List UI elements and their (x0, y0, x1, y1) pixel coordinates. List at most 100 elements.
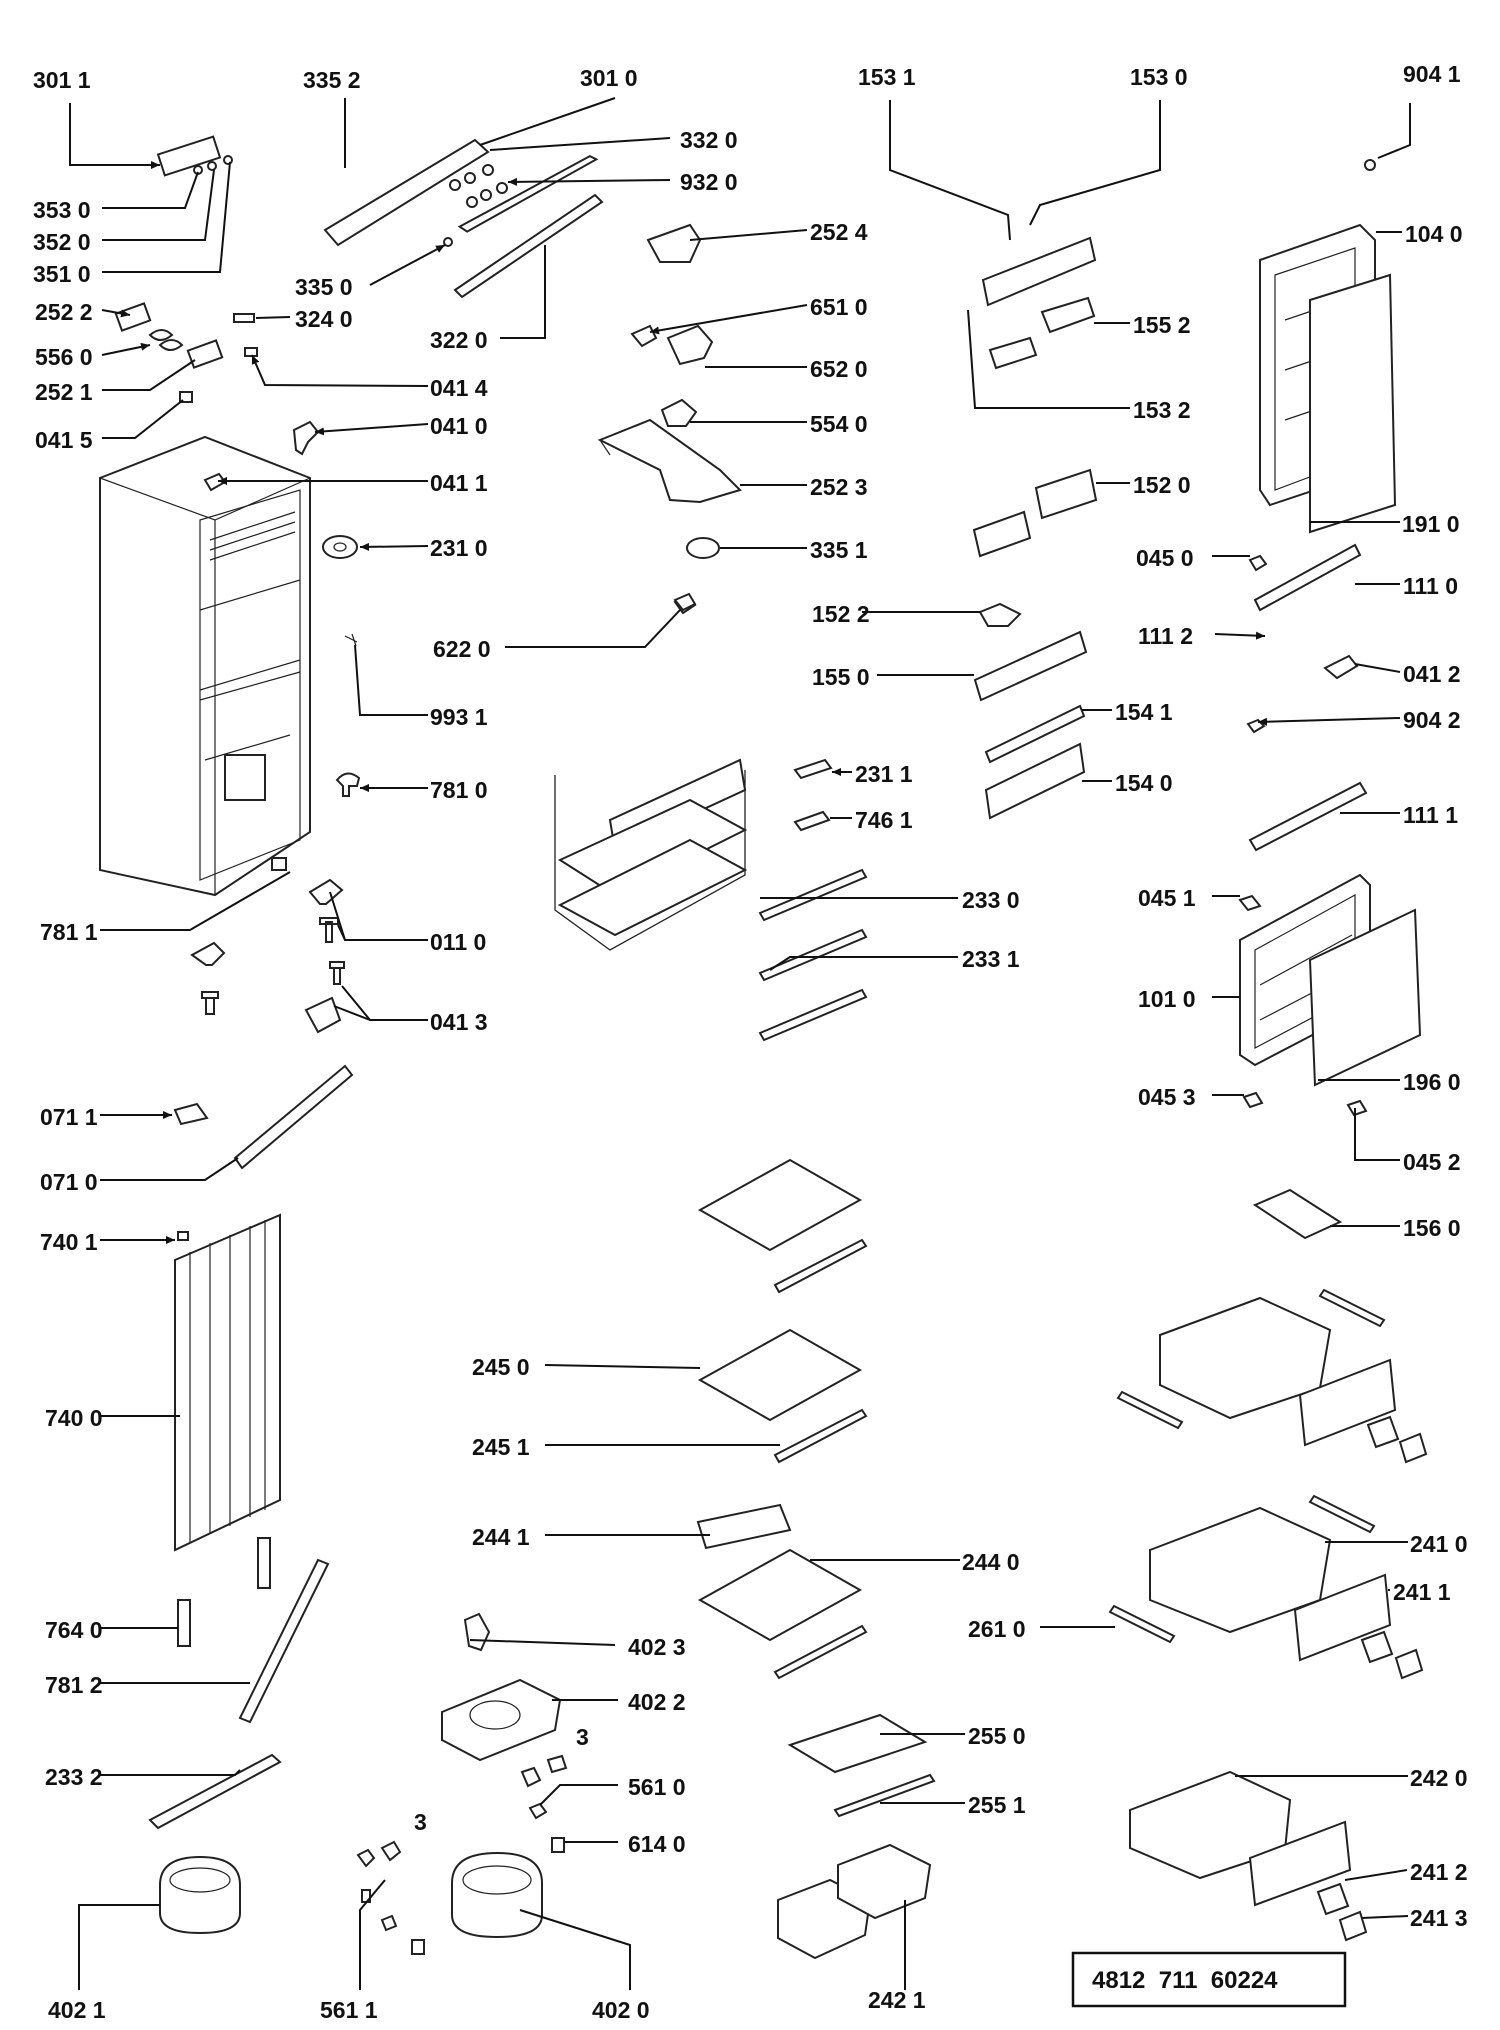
part-label-l52: 561 0 (628, 1774, 686, 1800)
part-label-l31: 781 2 (45, 1672, 103, 1698)
bottom-hinge-parts (190, 857, 345, 1034)
part-label-l41: 335 1 (810, 537, 868, 563)
electrical-parts (356, 1754, 568, 1955)
fridge-door-part (1259, 223, 1397, 534)
part-label-l32: 233 2 (45, 1764, 103, 1790)
part-label-l25: 041 3 (430, 1009, 488, 1035)
part-label-l42: 231 1 (855, 761, 913, 787)
part-label-l10: 252 2 (35, 299, 93, 325)
part-label-l88: 3 (414, 1809, 427, 1835)
part-label-l77: 045 3 (1138, 1084, 1196, 1110)
relay-box-part (441, 1612, 562, 1762)
part-label-l17: 041 0 (430, 413, 488, 439)
part-label-l04: 332 0 (680, 127, 738, 153)
part-label-l66: 111 0 (1403, 573, 1458, 599)
part-label-l48: 244 1 (472, 1524, 530, 1550)
part-label-l49: 244 0 (962, 1549, 1020, 1575)
part-label-l08: 351 0 (33, 261, 91, 287)
part-label-l26: 071 1 (40, 1104, 98, 1130)
part-label-l11: 324 0 (295, 306, 353, 332)
part-label-l12: 322 0 (430, 327, 488, 353)
part-label-l19: 231 0 (430, 535, 488, 561)
part-label-l75: 045 1 (1138, 885, 1196, 911)
small-fixing-parts (114, 302, 320, 456)
part-label-l71: 154 1 (1115, 699, 1173, 725)
part-label-l02: 335 2 (303, 67, 361, 93)
part-label-l50: 402 3 (628, 1634, 686, 1660)
part-label-l76: 101 0 (1138, 986, 1196, 1012)
part-label-l24: 011 0 (430, 929, 486, 955)
cabinet-accessories (322, 535, 697, 797)
part-label-l82: 241 1 (1393, 1579, 1451, 1605)
top-profile-parts (323, 138, 604, 299)
part-label-l43: 746 1 (855, 807, 913, 833)
freezer-door-part (1238, 873, 1422, 1117)
part-label-l81: 241 0 (1410, 1531, 1468, 1557)
part-label-l54: 255 0 (968, 1723, 1026, 1749)
reference-number: 4812 711 60224 (1092, 1967, 1278, 1994)
part-label-l15: 041 4 (430, 375, 488, 401)
part-label-l60: 104 0 (1405, 221, 1463, 247)
part-label-l55: 255 1 (968, 1792, 1026, 1818)
part-label-l46: 245 0 (472, 1354, 530, 1380)
plinth-parts (173, 1064, 354, 1170)
part-label-l87: 3 (576, 1724, 589, 1750)
part-label-l40: 252 3 (810, 474, 868, 500)
part-label-l53: 614 0 (628, 1831, 686, 1857)
part-label-l09: 335 0 (295, 274, 353, 300)
cabinet-part (99, 435, 311, 897)
part-label-l30: 764 0 (45, 1617, 103, 1643)
reference-box: 4812 711 60224 (1071, 1951, 1347, 2008)
part-label-l68: 111 2 (1138, 623, 1193, 649)
part-label-l67: 152 2 (812, 601, 870, 627)
fridge-wire-shelves (554, 758, 868, 1042)
part-label-l64: 191 0 (1402, 511, 1460, 537)
crisper-tray-parts (777, 1843, 932, 1960)
part-label-l79: 045 2 (1403, 1149, 1461, 1175)
tube-parts (148, 1537, 330, 1830)
part-label-l35: 402 0 (592, 1997, 650, 2023)
part-label-l85: 241 2 (1410, 1859, 1468, 1885)
part-label-l34: 561 1 (320, 1997, 378, 2023)
part-label-l72: 904 2 (1403, 707, 1461, 733)
part-label-l57: 153 1 (858, 64, 916, 90)
part-label-l45: 233 1 (962, 946, 1020, 972)
freezer-basket-parts (1108, 1288, 1428, 1942)
part-label-l18: 041 1 (430, 470, 488, 496)
part-label-l23: 781 1 (40, 919, 98, 945)
part-label-l51: 402 2 (628, 1689, 686, 1715)
part-label-l86: 241 3 (1410, 1905, 1468, 1931)
part-label-l16: 041 5 (35, 427, 93, 453)
condenser-part (174, 1213, 281, 1552)
thermostat-assembly-parts (597, 223, 833, 832)
part-label-l14: 252 1 (35, 379, 93, 405)
part-label-l44: 233 0 (962, 887, 1020, 913)
ice-tray-part (1252, 1188, 1343, 1240)
part-label-l38: 652 0 (810, 356, 868, 382)
part-label-l22: 781 0 (430, 777, 488, 803)
part-label-l39: 554 0 (810, 411, 868, 437)
part-label-l62: 153 2 (1133, 397, 1191, 423)
part-label-l01: 301 1 (33, 67, 91, 93)
part-label-l27: 071 0 (40, 1169, 98, 1195)
part-label-l59: 904 1 (1403, 61, 1461, 87)
part-label-l33: 402 1 (48, 1997, 106, 2023)
part-label-l07: 352 0 (33, 229, 91, 255)
part-label-l47: 245 1 (472, 1434, 530, 1460)
part-label-l36: 252 4 (810, 219, 868, 245)
part-label-l29: 740 0 (45, 1405, 103, 1431)
part-label-l58: 153 0 (1130, 64, 1188, 90)
part-label-l70: 041 2 (1403, 661, 1461, 687)
part-label-l84: 242 0 (1410, 1765, 1468, 1791)
compressor-parts (159, 1851, 543, 1939)
part-drawings (99, 135, 1428, 1960)
part-label-l06: 353 0 (33, 197, 91, 223)
part-label-l80: 156 0 (1403, 1215, 1461, 1241)
part-label-l28: 740 1 (40, 1229, 98, 1255)
part-label-l74: 111 1 (1403, 802, 1458, 828)
part-label-l73: 154 0 (1115, 770, 1173, 796)
part-label-l05: 932 0 (680, 169, 738, 195)
part-label-l63: 152 0 (1133, 472, 1191, 498)
